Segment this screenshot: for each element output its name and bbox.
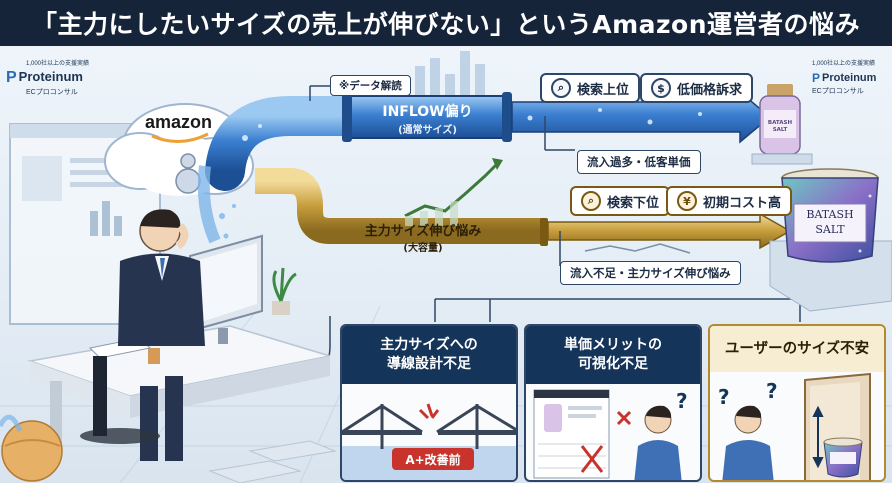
search-icon: ⌕ [581,191,601,211]
proteinum-logo-icon: P [812,71,821,85]
search-icon: ⌕ [551,78,571,98]
small-bottle-label: BATASH SALT [767,120,793,133]
price-comparison-icon: ? [533,389,688,480]
bottom-result-tag: 流入不足・主力サイズ伸び悩み [560,261,741,285]
card-header: 単価メリットの 可視化不足 [526,326,700,384]
card-title-line2: 導線設計不足 [387,356,471,372]
worker-scene [27,209,331,461]
svg-text:?: ? [766,379,778,403]
money-bag-icon: ¥ [677,191,697,211]
pill-label: 検索上位 [577,82,630,98]
page-title: 「主力にしたいサイズの売上が伸びない」というAmazon運営者の悩み [0,0,892,46]
large-tub-label: BATASH SALT [794,207,866,237]
dollar-icon: $ [651,78,671,98]
svg-text:?: ? [718,385,730,409]
pill-search-bottom: ⌕ 検索下位 [570,186,671,216]
inflow-title: INFLOW偏り [382,104,473,120]
proteinum-logo-icon: P [6,69,17,86]
support-note: 1,000社以上の支援実績 [26,61,90,67]
inflow-subtitle: (通常サイズ) [398,125,457,136]
data-analysis-label: ※データ解読 [330,75,411,96]
support-note: 1,000社以上の支援実績 [812,61,876,67]
pill-initial-cost: ¥ 初期コスト高 [666,186,793,216]
small-bottle [751,84,813,165]
steps [208,440,337,483]
brand-sub: ECプロコンサル [26,89,78,96]
card-title-line2: 可視化不足 [578,356,648,372]
pill-label: 初期コスト高 [703,195,782,211]
scene-graphics [0,51,892,483]
brand-name: Proteinum [822,72,877,84]
card-title-line1: 主力サイズへの [380,337,478,353]
card-header: ユーザーのサイズ不安 [710,326,884,372]
top-result-tag: 流入過多・低客単価 [577,150,701,174]
card-header: 主力サイズへの 導線設計不足 [342,326,516,384]
pill-label: 低価格訴求 [677,82,743,98]
amazon-logo: amazon [145,112,213,132]
card-title-line1: 単価メリットの [564,337,662,353]
main-size-pipe [255,158,792,254]
size-anxiety-icon: ? ? [718,372,871,480]
brand-sub: ECプロコンサル [812,88,864,95]
pill-label: 検索下位 [607,195,660,211]
card-unit-price-visibility: 単価メリットの 可視化不足 ? [524,324,702,482]
bath-bomb [0,414,63,482]
card-user-size-anxiety: ユーザーのサイズ不安 ? ? [708,324,886,482]
pill-low-price: $ 低価格訴求 [640,73,754,103]
pill-search-top: ⌕ 検索上位 [540,73,641,103]
large-tub [769,168,892,312]
a-plus-before-badge: A+改善前 [392,448,474,470]
inflow-pipe-label: INFLOW偏り (通常サイズ) [350,101,505,136]
large-tub-label-line1: BATASH [806,208,854,221]
inflow-pipe [197,90,772,244]
main-pipe-label: 主力サイズ伸び悩み (大容量) [348,220,498,254]
svg-text:?: ? [676,389,688,413]
growth-bars [415,51,485,111]
large-tub-label-line2: SALT [815,223,845,236]
main-pipe-title: 主力サイズ伸び悩み [364,224,482,239]
card-navigation-design: 主力サイズへの 導線設計不足 [340,324,518,482]
main-pipe-subtitle: (大容量) [403,243,443,254]
brand-name: Proteinum [18,69,83,84]
